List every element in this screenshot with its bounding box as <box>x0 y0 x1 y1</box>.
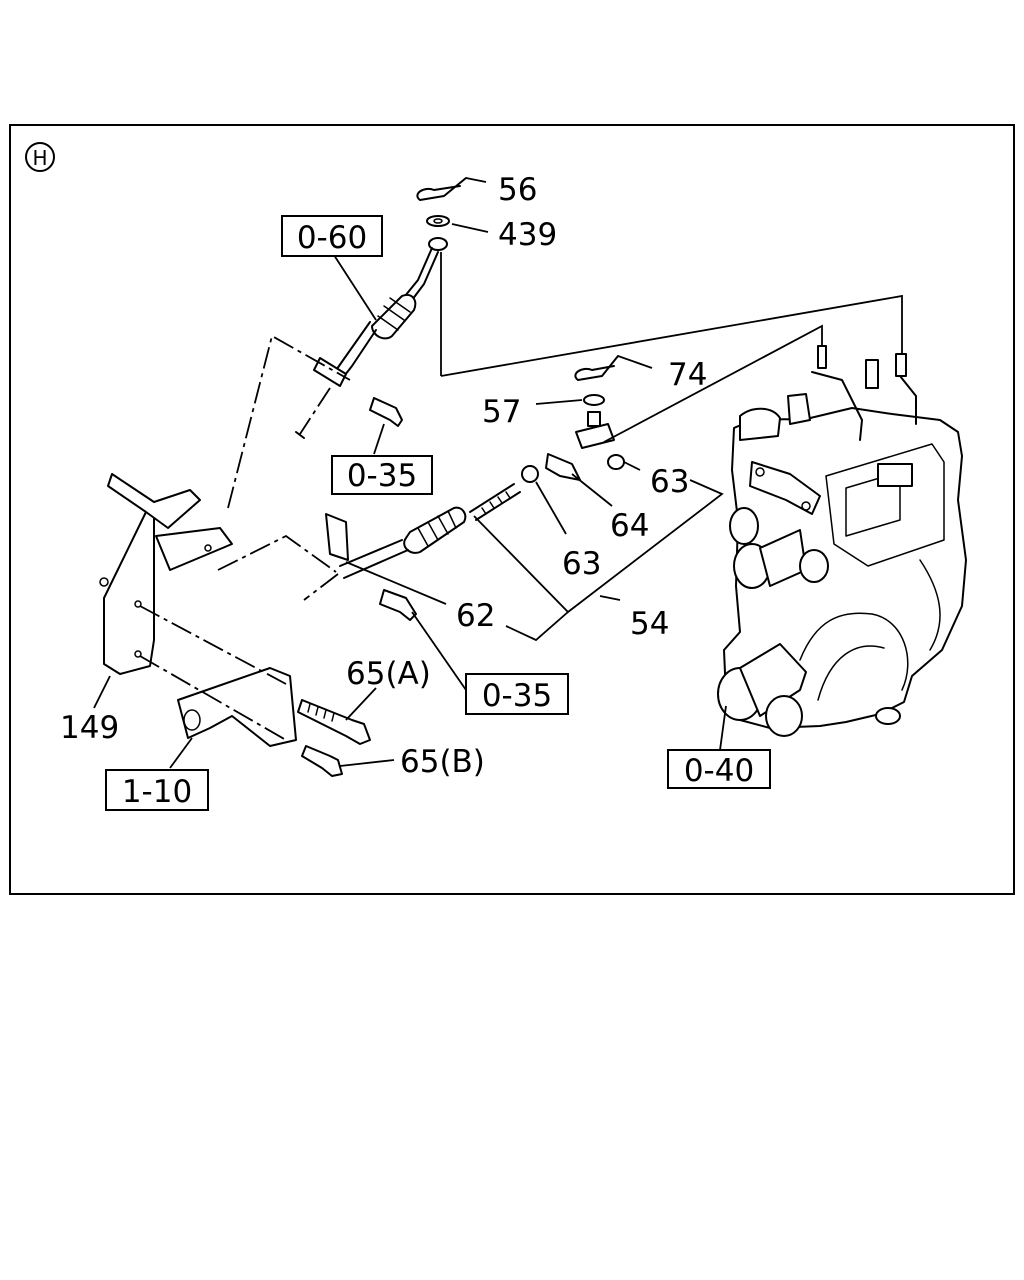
engine-side-bracket <box>99 334 351 675</box>
part-label-64: 64 <box>610 508 649 544</box>
reference-box-0-35-lower[interactable]: 0-35 <box>465 673 569 715</box>
part-label-74: 74 <box>668 357 707 393</box>
part-label-54: 54 <box>630 606 669 642</box>
part-label-149: 149 <box>60 710 119 746</box>
reference-box-0-35-upper[interactable]: 0-35 <box>331 455 433 495</box>
reference-box-1-10[interactable]: 1-10 <box>105 769 209 811</box>
reference-label-0-60: 0-60 <box>297 220 367 256</box>
reference-label-1-10: 1-10 <box>122 774 192 810</box>
section-marker-letter: H <box>32 146 47 170</box>
reference-labels: 0-60 0-35 0-35 0-40 1-10 <box>105 215 771 811</box>
reference-label-0-35-lower: 0-35 <box>482 678 552 714</box>
part-label-62: 62 <box>456 598 495 634</box>
reference-box-0-60[interactable]: 0-60 <box>281 215 383 257</box>
part-labels: 56 439 74 57 63 64 63 54 62 149 65(A) 65… <box>60 172 707 780</box>
part-label-63-center: 63 <box>562 546 601 582</box>
part-label-65a: 65(A) <box>346 656 431 692</box>
part-label-56: 56 <box>498 172 537 208</box>
lower-cable-assembly <box>303 324 823 621</box>
reference-box-0-40[interactable]: 0-40 <box>667 749 771 789</box>
part-label-63-right: 63 <box>650 464 689 500</box>
section-marker: H <box>25 142 55 172</box>
part-label-57: 57 <box>482 394 521 430</box>
part-label-65b: 65(B) <box>400 744 485 780</box>
upper-cable-assembly <box>295 177 467 439</box>
assembly-guide-line <box>440 294 903 377</box>
mounting-stay <box>139 605 371 777</box>
part-label-439: 439 <box>498 217 557 253</box>
leader-lines <box>93 177 727 769</box>
injection-pump-body <box>717 345 967 737</box>
reference-label-0-35-upper: 0-35 <box>347 458 417 494</box>
reference-label-0-40: 0-40 <box>684 753 754 789</box>
diagram-frame <box>9 124 1015 895</box>
